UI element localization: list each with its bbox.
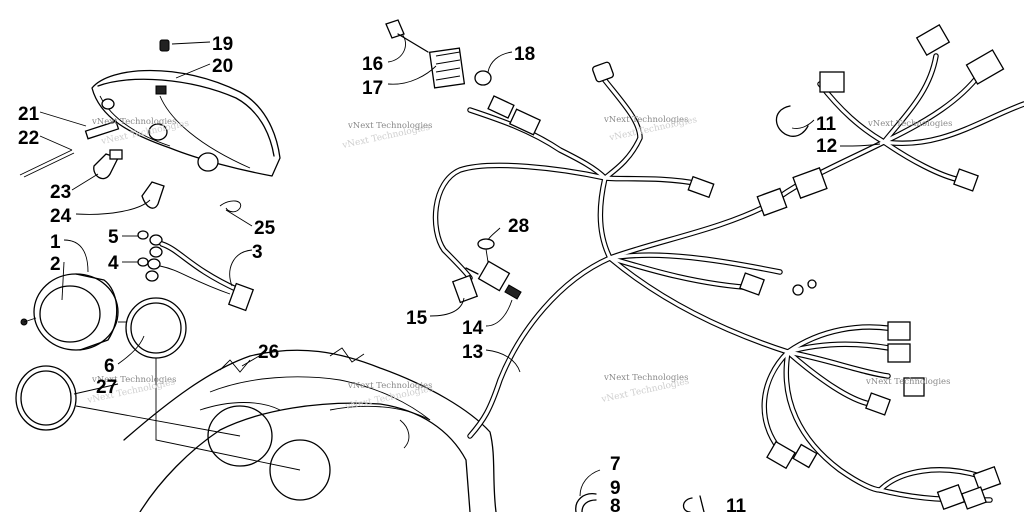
harness-connectors	[487, 23, 1005, 511]
fuse-cap	[477, 238, 495, 263]
callout-9: 9	[610, 478, 621, 499]
callout-27: 27	[96, 377, 117, 398]
callout-11-top: 11	[816, 114, 837, 135]
svg-text:vNext Technologies: vNext Technologies	[867, 119, 952, 129]
callout-18: 18	[514, 44, 535, 65]
main-wiring-harness	[432, 53, 1024, 503]
callout-1: 1	[50, 232, 61, 253]
callout-labels: 19 20 21 22 23 24 25 1 2 5 4 3 6 27 26 1…	[18, 34, 837, 512]
callout-14: 14	[462, 318, 484, 339]
grommet	[575, 493, 597, 512]
callout-19: 19	[212, 34, 233, 55]
callout-8: 8	[610, 496, 621, 512]
callout-26: 26	[258, 342, 279, 363]
callout-20: 20	[212, 56, 233, 77]
leader-lines-headlight	[39, 41, 253, 227]
callout-12: 12	[816, 136, 837, 157]
callout-23: 23	[50, 182, 71, 203]
leader-lines-relay	[387, 33, 513, 85]
headlight-bulb-clip	[159, 39, 170, 52]
callout-7: 7	[610, 454, 621, 475]
fuse	[504, 284, 522, 300]
callout-4: 4	[108, 253, 119, 274]
headlight-housing	[91, 69, 281, 177]
cable-tie-ring	[775, 105, 809, 137]
bulb-boot	[141, 181, 165, 209]
callout-13: 13	[462, 342, 483, 363]
callout-16: 16	[362, 54, 383, 75]
callout-11-bottom: 11	[726, 496, 747, 512]
svg-text:vNext Technologies: vNext Technologies	[347, 121, 432, 131]
callout-3: 3	[252, 242, 263, 263]
svg-text:vNext Technologies: vNext Technologies	[347, 381, 432, 391]
callout-22: 22	[18, 128, 39, 149]
bulb-retainer	[219, 200, 242, 213]
headlight-bulb	[93, 149, 123, 180]
callout-24: 24	[50, 206, 72, 227]
callout-21: 21	[18, 104, 40, 125]
leader-lines-dash	[75, 351, 301, 471]
relay-block	[428, 47, 466, 89]
leader-lines-gauge	[61, 235, 253, 395]
fuse-holder	[451, 260, 511, 304]
callout-17: 17	[362, 78, 383, 99]
callout-6: 6	[104, 356, 115, 377]
callout-2: 2	[50, 254, 61, 275]
gauge-sockets-harness	[137, 230, 255, 312]
callout-15: 15	[406, 308, 428, 329]
dash-panel	[123, 347, 497, 512]
svg-text:vNext Technologies: vNext Technologies	[91, 117, 176, 127]
svg-text:vNext Technologies: vNext Technologies	[865, 377, 950, 387]
svg-text:vNext Technologies: vNext Technologies	[603, 373, 688, 383]
mounting-bolt	[385, 19, 429, 53]
cable-tie-ring-lower	[682, 495, 705, 512]
svg-text:vNext Technologies: vNext Technologies	[91, 375, 176, 385]
speedometer-gauge	[20, 273, 126, 351]
callout-25: 25	[254, 218, 276, 239]
svg-text:vNext Technologies: vNext Technologies	[603, 115, 688, 125]
callout-5: 5	[108, 227, 119, 248]
adjuster-spring	[19, 120, 120, 178]
leader-lines-harness	[429, 119, 881, 497]
callout-28: 28	[508, 216, 529, 237]
gauge-lens-ring	[15, 365, 77, 431]
lock-nut	[474, 70, 492, 86]
